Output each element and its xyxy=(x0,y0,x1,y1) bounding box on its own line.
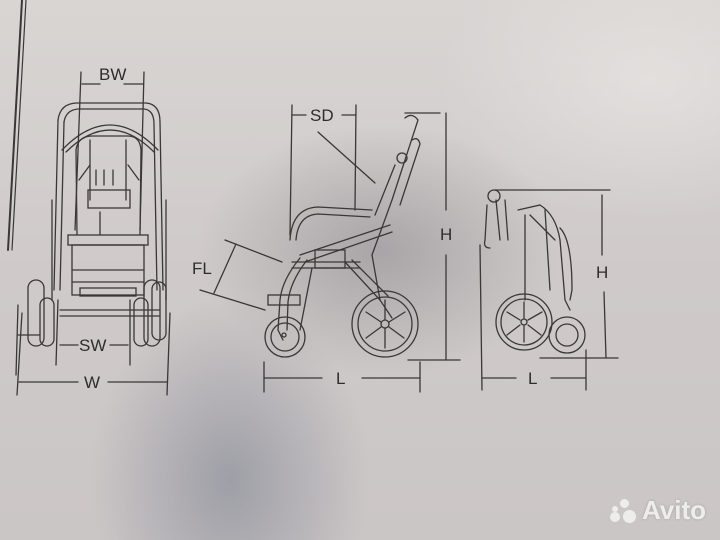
label-w: W xyxy=(84,373,100,392)
label-sd: SD xyxy=(310,106,334,125)
label-sw: SW xyxy=(79,336,106,355)
label-l-side: L xyxy=(336,369,345,388)
label-l-folded: L xyxy=(528,369,537,388)
label-bw: BW xyxy=(99,65,126,84)
label-h-folded: H xyxy=(596,263,608,282)
side-view xyxy=(199,104,461,393)
label-h-side: H xyxy=(440,225,452,244)
page-edge-lines xyxy=(7,0,41,376)
avito-text: Avito xyxy=(641,495,706,525)
folded-view xyxy=(479,189,619,391)
front-view xyxy=(16,71,171,396)
label-fl: FL xyxy=(192,259,212,278)
avito-logo-icon xyxy=(609,498,638,523)
avito-watermark: Avito xyxy=(609,495,706,526)
